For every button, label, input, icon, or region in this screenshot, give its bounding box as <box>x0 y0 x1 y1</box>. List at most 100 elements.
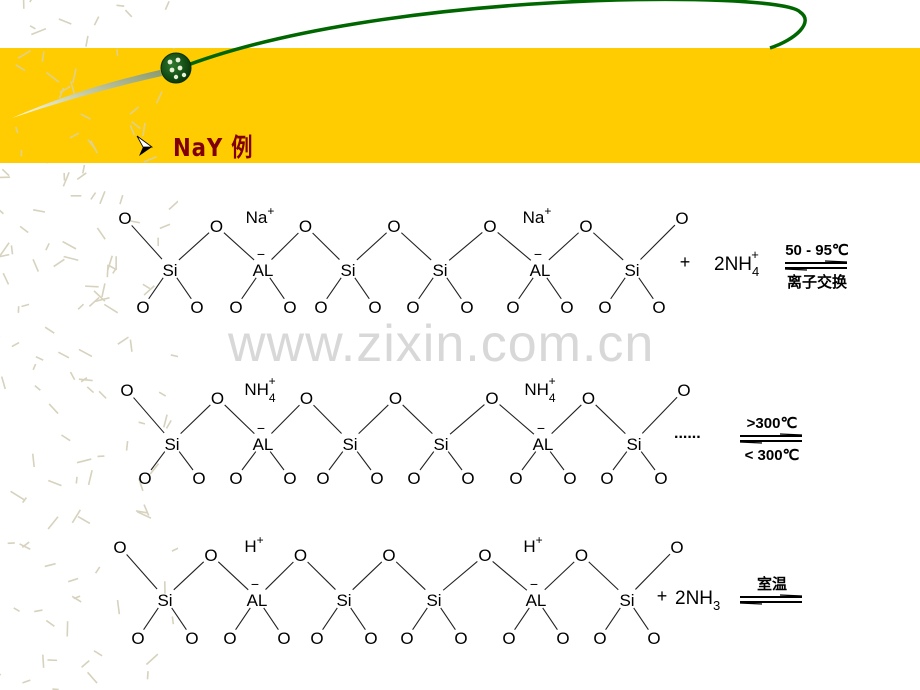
continuation-dots: ...... <box>674 425 701 442</box>
texture-stroke <box>0 253 10 258</box>
equilibrium-arrow-icon <box>739 433 803 444</box>
bond-line <box>358 404 389 435</box>
texture-stroke <box>143 504 150 516</box>
texture-stroke <box>31 453 35 468</box>
bond-line <box>326 277 342 300</box>
bond-line <box>126 554 158 590</box>
oxygen-atom: O <box>575 546 588 565</box>
aluminum-atom: AL <box>253 435 274 454</box>
oxygen-atom: O <box>454 629 467 648</box>
bond-line <box>544 561 575 591</box>
texture-stroke <box>116 4 125 8</box>
oxygen-atom: O <box>579 217 592 236</box>
oxygen-atom: O <box>314 298 327 317</box>
texture-stroke <box>48 403 59 415</box>
silicon-atom: Si <box>162 261 177 280</box>
bond-line <box>638 277 654 300</box>
oxygen-atom: O <box>654 469 667 488</box>
texture-stroke <box>15 64 26 72</box>
texture-stroke <box>77 303 85 310</box>
reagent-label: 2NH4+ <box>714 247 759 279</box>
oxygen-atom: O <box>277 629 290 648</box>
bond-line <box>548 232 579 261</box>
texture-stroke <box>136 511 152 519</box>
bond-line <box>312 232 340 260</box>
bond-line <box>514 607 530 631</box>
aluminum-atom: AL <box>253 261 274 280</box>
oxygen-atom: O <box>210 217 223 236</box>
cation-label: NH4+ <box>244 374 276 405</box>
oxygen-atom: O <box>652 298 665 317</box>
texture-stroke <box>159 223 171 230</box>
bond-line <box>350 607 366 631</box>
texture-stroke <box>34 609 43 613</box>
texture-stroke <box>45 71 60 83</box>
oxygen-atom: O <box>560 298 573 317</box>
oxygen-atom: O <box>229 469 242 488</box>
equilibrium-arrow-icon <box>739 594 803 605</box>
texture-stroke <box>76 458 92 464</box>
texture-stroke <box>53 258 65 268</box>
texture-stroke <box>90 192 97 200</box>
texture-stroke <box>93 16 100 26</box>
bond-line <box>640 224 676 260</box>
texture-stroke <box>78 348 93 358</box>
texture-stroke <box>10 245 14 255</box>
bond-line <box>419 451 435 471</box>
negative-charge: − <box>530 576 538 592</box>
oxygen-atom: O <box>294 546 307 565</box>
texture-stroke <box>21 303 30 308</box>
oxygen-atom: O <box>364 629 377 648</box>
bond-line <box>499 404 535 435</box>
oxygen-atom: O <box>387 217 400 236</box>
bond-line <box>549 451 565 471</box>
bond-line <box>521 451 537 471</box>
oxygen-atom: O <box>316 469 329 488</box>
bond-line <box>352 561 383 591</box>
bond-line <box>224 404 255 435</box>
aluminum-atom: AL <box>526 591 547 610</box>
oxygen-atom: O <box>300 389 313 408</box>
bond-line <box>307 561 336 590</box>
planet-icon <box>160 52 192 84</box>
condition-top: 室温 <box>757 575 787 593</box>
cation-label: H+ <box>244 533 263 556</box>
texture-stroke <box>119 194 124 205</box>
bond-line <box>241 277 257 300</box>
texture-stroke <box>95 296 110 303</box>
bond-line <box>605 607 621 631</box>
bond-line <box>173 561 205 591</box>
texture-stroke <box>52 688 59 690</box>
texture-stroke <box>85 35 89 47</box>
texture-stroke <box>124 9 133 18</box>
texture-stroke <box>98 390 107 399</box>
oxygen-atom: O <box>223 629 236 648</box>
bond-line <box>595 404 626 435</box>
reagent-label: 2NH3 <box>675 588 720 613</box>
oxygen-atom: O <box>461 469 474 488</box>
texture-stroke <box>164 0 170 10</box>
negative-charge: − <box>534 246 542 262</box>
texture-stroke <box>47 516 59 530</box>
bond-line <box>446 277 462 300</box>
texture-stroke <box>1 168 10 177</box>
texture-stroke <box>17 49 32 59</box>
bond-line <box>492 561 528 591</box>
texture-stroke <box>88 296 100 307</box>
texture-stroke <box>2 272 10 285</box>
texture-stroke <box>69 81 76 94</box>
oxygen-atom: O <box>299 217 312 236</box>
texture-stroke <box>170 354 178 358</box>
texture-stroke <box>60 434 71 442</box>
bond-line <box>418 277 434 300</box>
silicon-atom: Si <box>433 435 448 454</box>
oxygen-atom: O <box>120 381 133 400</box>
oxygen-atom: O <box>118 209 131 228</box>
oxygen-atom: O <box>190 298 203 317</box>
texture-stroke <box>33 208 46 213</box>
oxygen-atom: O <box>192 469 205 488</box>
texture-stroke <box>145 653 159 666</box>
texture-stroke <box>129 106 140 115</box>
silicon-atom: Si <box>626 435 641 454</box>
